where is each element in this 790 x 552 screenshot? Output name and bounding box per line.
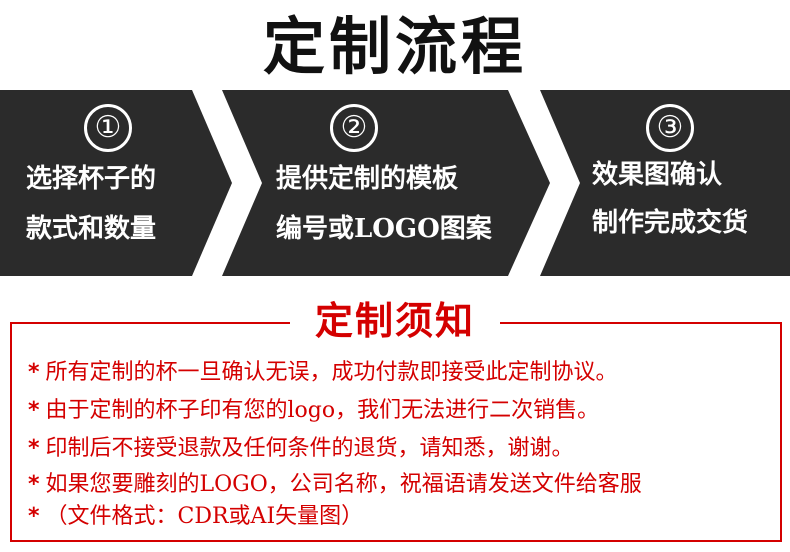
step-1-line1: 选择杯子的	[26, 164, 157, 194]
asterisk-icon: *	[28, 472, 40, 497]
step-1-arrow	[0, 90, 232, 276]
step-2-line1: 提供定制的模板	[276, 164, 459, 194]
step-3-line1: 效果图确认	[592, 160, 723, 190]
step-2-arrow	[222, 90, 550, 276]
notice-item: *所有定制的杯一旦确认无误，成功付款即接受此定制协议。	[28, 360, 618, 385]
notice-item: *由于定制的杯子印有您的logo，我们无法进行二次销售。	[28, 398, 600, 423]
notice-item: *（文件格式：CDR或AI矢量图）	[28, 504, 364, 529]
step-3-line2: 制作完成交货	[592, 208, 749, 238]
asterisk-icon: *	[28, 436, 40, 461]
notice-box: *所有定制的杯一旦确认无误，成功付款即接受此定制协议。 *由于定制的杯子印有您的…	[10, 322, 782, 542]
asterisk-icon: *	[28, 360, 40, 385]
arrow-banner	[0, 90, 790, 276]
step-1-line2: 款式和数量	[26, 214, 157, 244]
step-3-arrow	[540, 90, 790, 276]
asterisk-icon: *	[28, 504, 40, 529]
step-3-number: ③	[646, 104, 694, 152]
page-title: 定制流程	[262, 10, 527, 83]
step-2-number: ②	[330, 104, 378, 152]
step-1-number: ①	[84, 104, 132, 152]
step-2-line2: 编号或LOGO图案	[276, 214, 492, 244]
notice-item: *如果您要雕刻的LOGO，公司名称，祝福语请发送文件给客服	[28, 472, 642, 497]
notice-title: 定制须知	[290, 294, 500, 348]
process-steps: ① 选择杯子的 款式和数量 ② 提供定制的模板 编号或LOGO图案 ③ 效果图确…	[0, 90, 790, 276]
notice-item: *印制后不接受退款及任何条件的退货，请知悉，谢谢。	[28, 436, 574, 461]
asterisk-icon: *	[28, 398, 40, 423]
